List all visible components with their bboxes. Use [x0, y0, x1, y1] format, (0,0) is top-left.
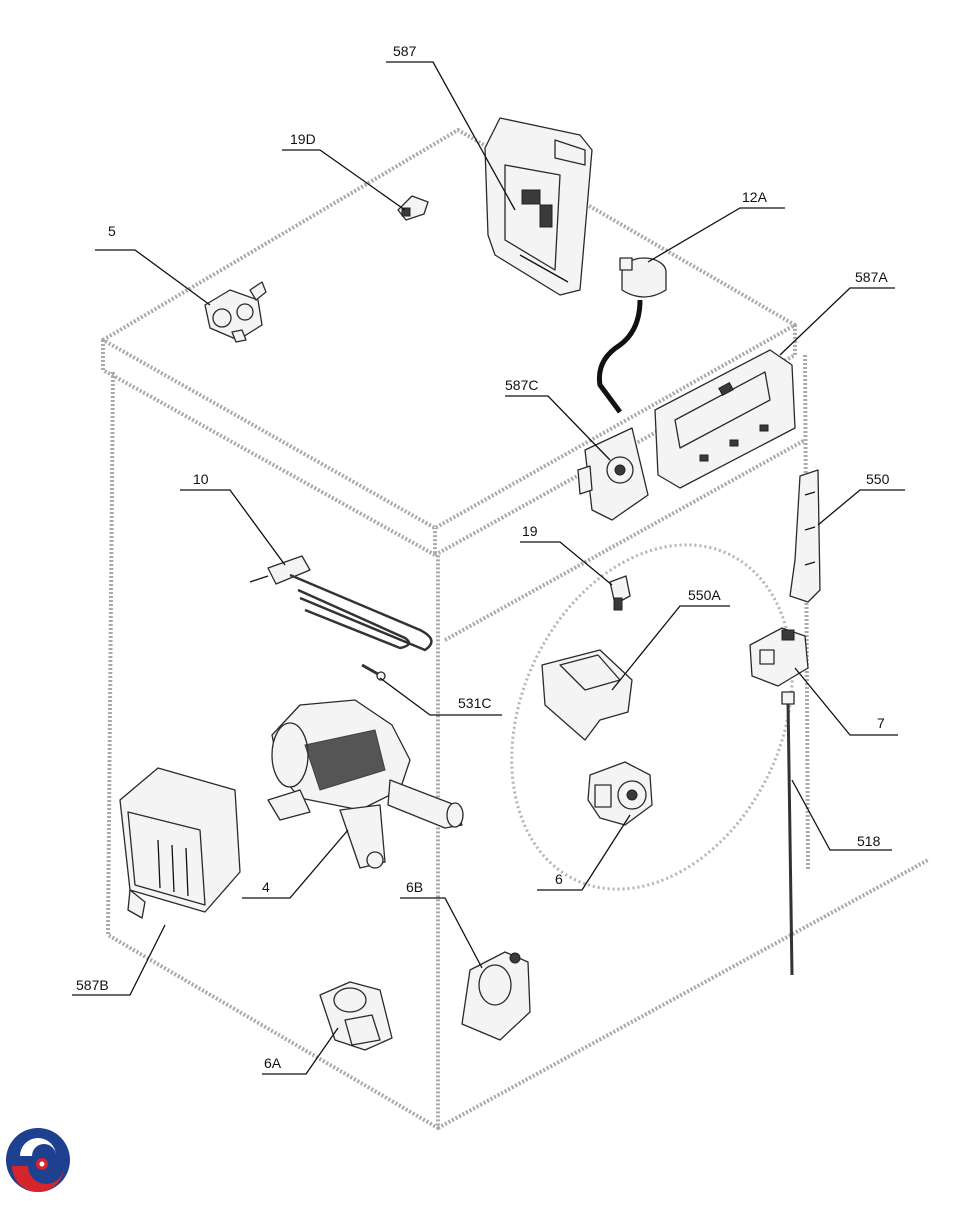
- part-587b-power-module: [119, 767, 241, 919]
- label-587c: 587C: [505, 377, 538, 393]
- part-6b-sump: [461, 951, 531, 1041]
- part-550a-cover: [541, 649, 633, 741]
- label-587b: 587B: [76, 977, 109, 993]
- part-7-door-lock: [749, 627, 809, 687]
- label-12a: 12A: [742, 189, 768, 205]
- part-587c-selector-module: [577, 427, 649, 521]
- part-5-inlet-valve: [204, 281, 267, 343]
- label-587a: 587A: [855, 269, 888, 285]
- label-531c: 531C: [458, 695, 491, 711]
- leader-lines: [72, 61, 905, 1075]
- label-10: 10: [193, 471, 209, 487]
- label-4: 4: [262, 879, 270, 895]
- label-7: 7: [877, 715, 885, 731]
- part-6a-pump: [319, 981, 393, 1051]
- label-6: 6: [555, 871, 563, 887]
- cabinet-outline: [101, 128, 929, 1130]
- label-6b: 6B: [406, 879, 423, 895]
- part-19d-clip: [397, 195, 429, 221]
- part-labels: 587 19D 12A 5 587A 587C 10 550 19 550A 5…: [76, 43, 890, 1071]
- part-19-connector: [609, 575, 631, 611]
- label-6a: 6A: [264, 1055, 282, 1071]
- label-587: 587: [393, 43, 417, 59]
- part-587-control-module: [484, 117, 593, 296]
- part-12a-pressure-switch: [596, 257, 667, 414]
- label-19: 19: [522, 523, 538, 539]
- label-550a: 550A: [688, 587, 721, 603]
- part-531c-screw: [361, 663, 386, 681]
- part-6-drain-pump: [587, 761, 653, 826]
- label-5: 5: [108, 223, 116, 239]
- part-587a-display-board: [654, 349, 796, 489]
- part-518-rod: [781, 691, 795, 976]
- part-10-heating-element: [249, 555, 433, 652]
- label-19d: 19D: [290, 131, 316, 147]
- part-4-motor: [267, 699, 464, 869]
- brand-swirl-icon: [6, 1128, 70, 1192]
- label-518: 518: [857, 833, 881, 849]
- label-550: 550: [866, 471, 890, 487]
- part-550-bracket: [789, 469, 821, 603]
